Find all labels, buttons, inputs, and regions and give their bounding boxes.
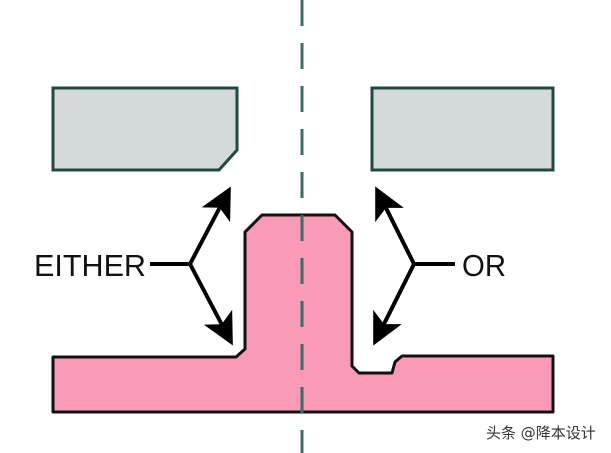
right-arrows — [373, 186, 455, 346]
left-tool-block — [51, 86, 239, 172]
label-or: OR — [462, 248, 506, 283]
label-either: EITHER — [34, 248, 146, 283]
left-arrows — [150, 186, 233, 346]
watermark: 头条 @降本设计 — [486, 424, 596, 442]
right-tool-block — [370, 86, 555, 172]
